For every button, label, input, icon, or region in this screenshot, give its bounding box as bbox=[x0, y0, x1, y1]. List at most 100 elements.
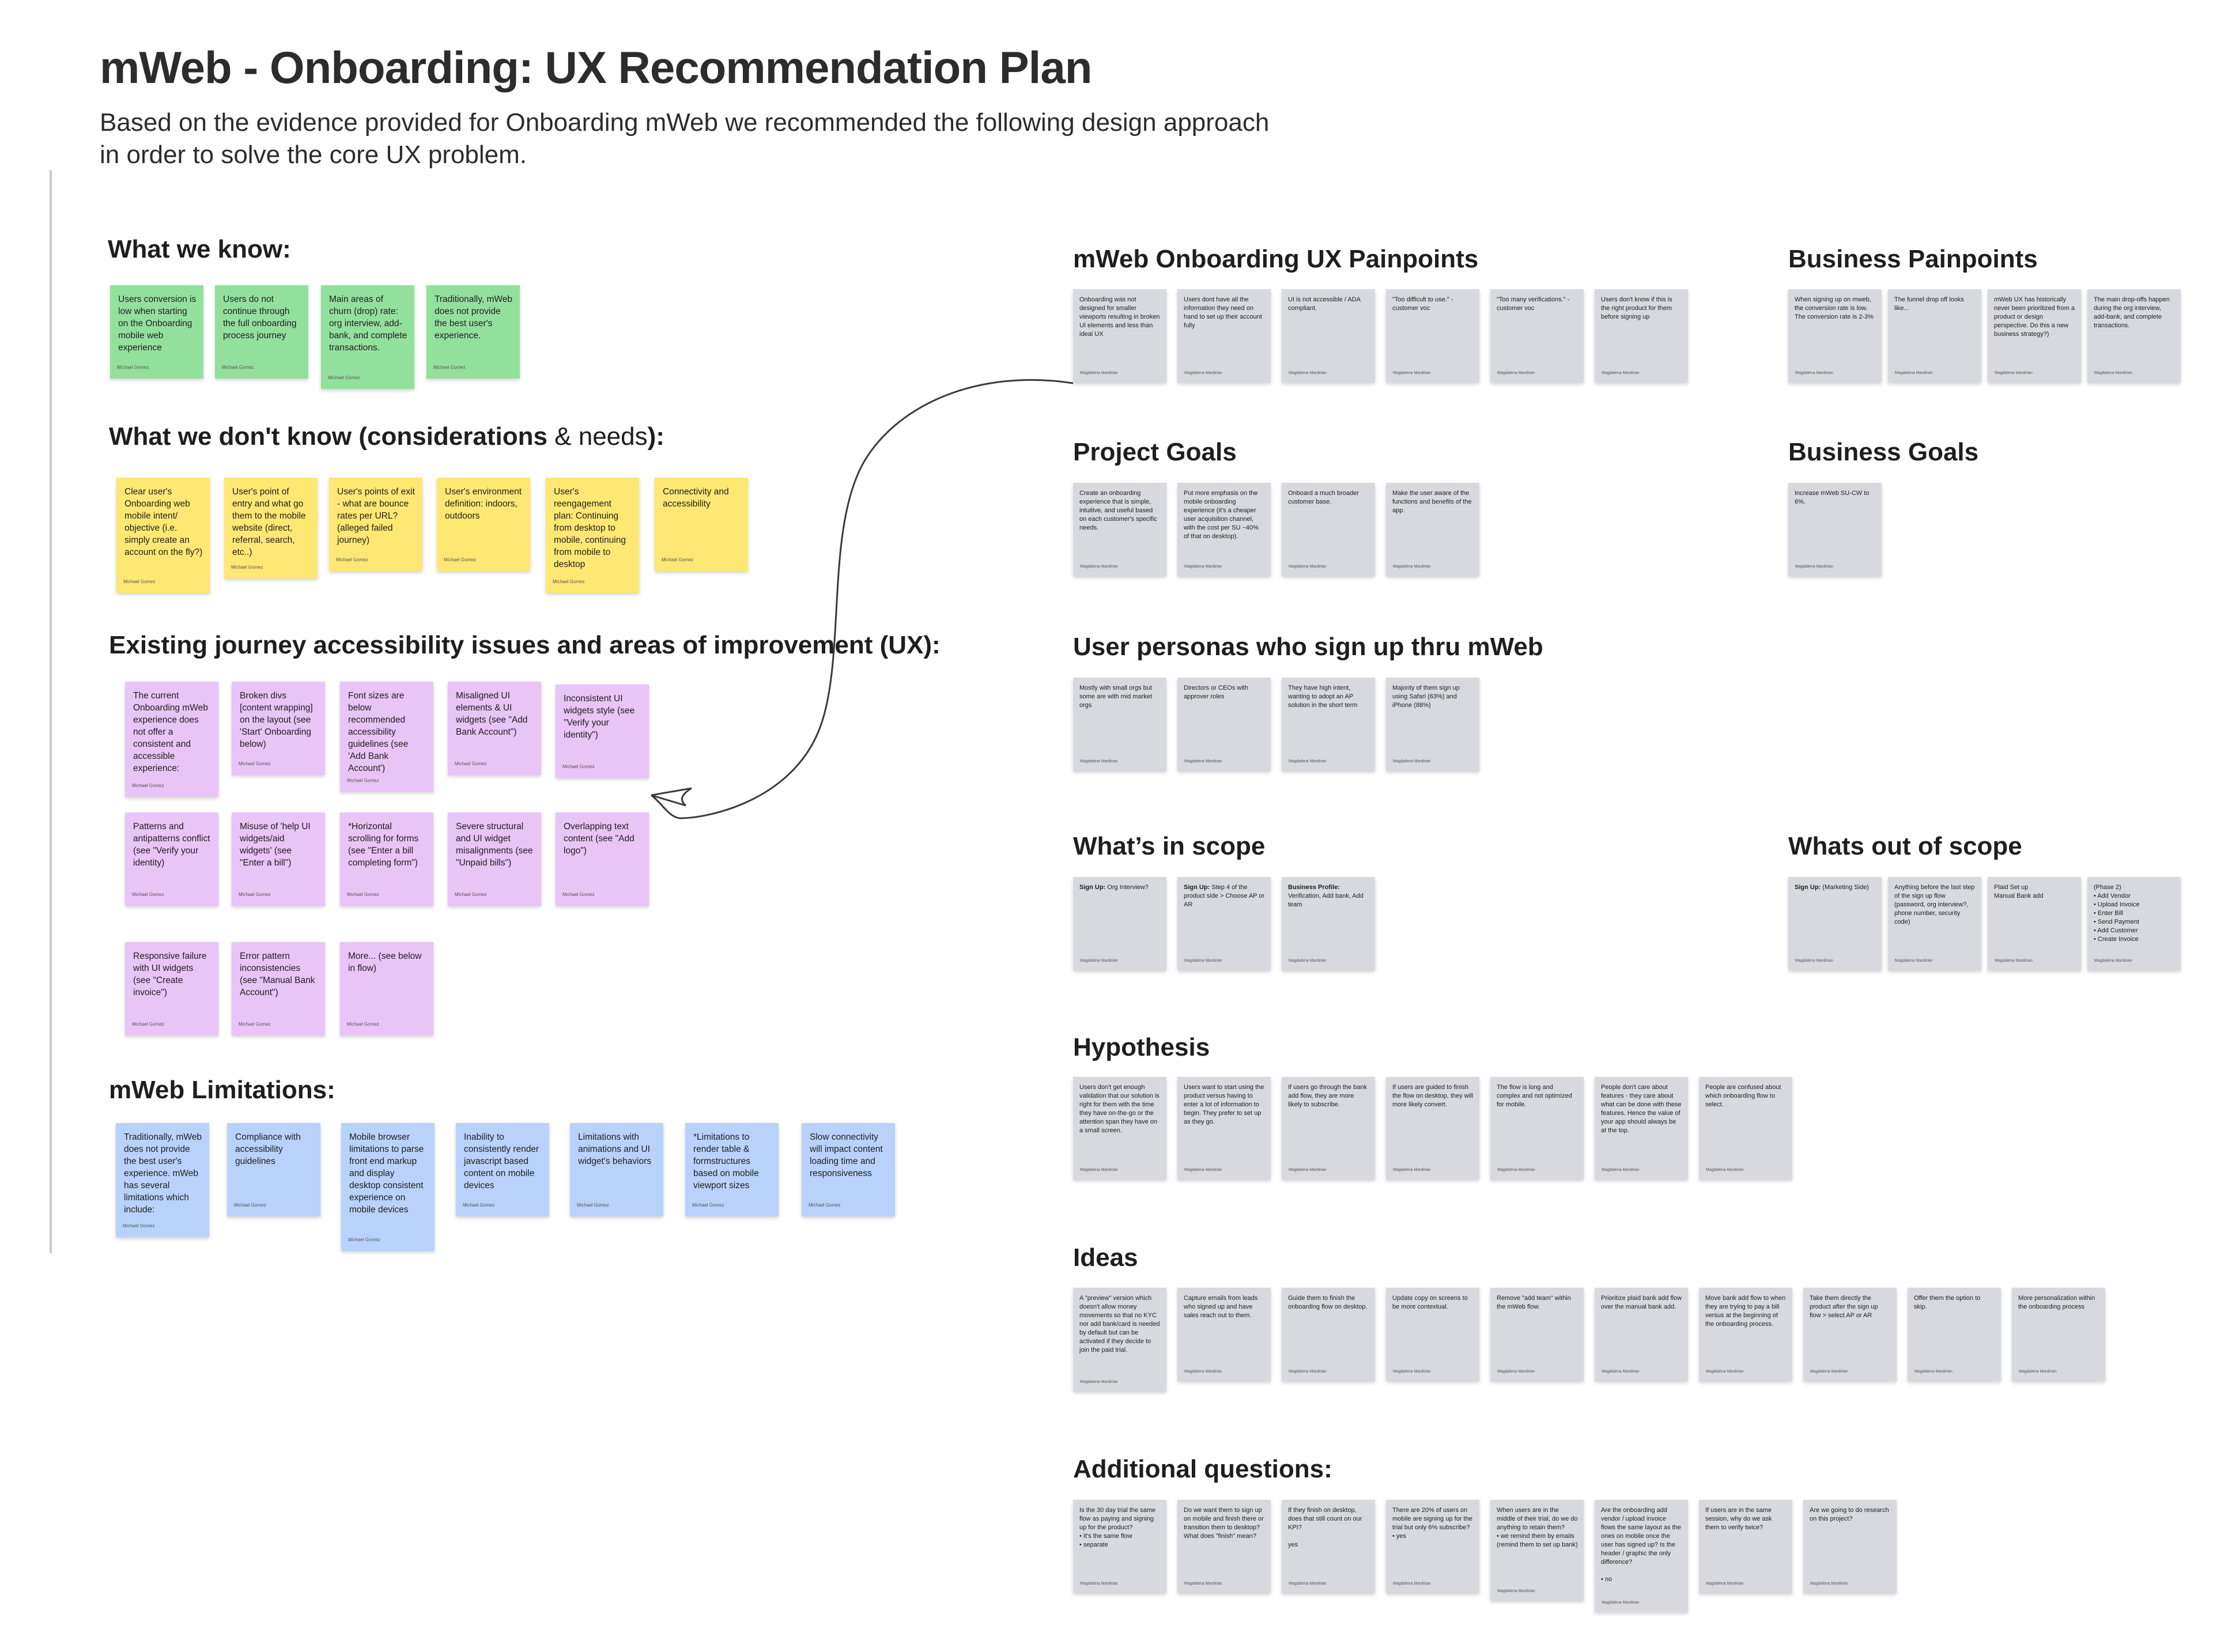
sticky-note[interactable]: The main drop-offs happen during the org… bbox=[2087, 289, 2181, 383]
sticky-note[interactable]: Onboarding was not designed for smaller … bbox=[1073, 289, 1166, 383]
sticky-note[interactable]: Mostly with small orgs but some are with… bbox=[1073, 678, 1166, 771]
sticky-note[interactable]: When signing up on mweb, the conversion … bbox=[1788, 289, 1882, 383]
sticky-note[interactable]: A "preview" version which doesn't allow … bbox=[1073, 1288, 1166, 1392]
sticky-note[interactable]: Inconsistent UI widgets style (see "Veri… bbox=[556, 685, 649, 778]
sticky-note-text: Guide them to finish the onboarding flow… bbox=[1288, 1295, 1368, 1310]
sticky-note[interactable]: Users want to start using the product ve… bbox=[1177, 1077, 1271, 1180]
sticky-note[interactable]: Create an onboarding experience that is … bbox=[1073, 483, 1166, 576]
sticky-note[interactable]: They have high intent, wanting to adopt … bbox=[1282, 678, 1375, 771]
sticky-note-text: Users conversion is low when starting on… bbox=[118, 294, 197, 353]
sticky-note[interactable]: Do we want them to sign up on mobile and… bbox=[1177, 1500, 1271, 1593]
sticky-note[interactable]: People are confused about which onboardi… bbox=[1699, 1077, 1792, 1180]
sticky-note[interactable]: If users are guided to finish the flow o… bbox=[1386, 1077, 1479, 1180]
sticky-note[interactable]: Limitations with animations and UI widge… bbox=[570, 1123, 663, 1216]
sticky-note[interactable]: mWeb UX has historically never been prio… bbox=[1988, 289, 2081, 383]
sticky-note[interactable]: Guide them to finish the onboarding flow… bbox=[1282, 1288, 1375, 1381]
sticky-note[interactable]: User's environment definition: indoors, … bbox=[437, 478, 530, 571]
sticky-note[interactable]: Sign Up: Step 4 of the product side > Ch… bbox=[1177, 877, 1271, 970]
sticky-note-text: "Too difficult to use." - customer voc bbox=[1392, 296, 1453, 312]
sticky-note[interactable]: Are the onboarding add vendor / upload i… bbox=[1595, 1500, 1688, 1612]
sticky-note[interactable]: Traditionally, mWeb does not provide the… bbox=[116, 1123, 209, 1237]
sticky-note-text: Main areas of churn (drop) rate: org int… bbox=[329, 294, 407, 353]
sticky-note[interactable]: Capture emails from leads who signed up … bbox=[1177, 1288, 1271, 1381]
sticky-note[interactable]: Is the 30 day trial the same flow as pay… bbox=[1073, 1500, 1166, 1593]
sticky-note[interactable]: When users are in the middle of their tr… bbox=[1490, 1500, 1584, 1601]
sticky-note-author: Magdalena Mardirian bbox=[1810, 1582, 1848, 1586]
sticky-note[interactable]: Users dont have all the information they… bbox=[1177, 289, 1271, 383]
sticky-note-author: Magdalena Mardirian bbox=[1895, 959, 1933, 963]
sticky-note[interactable]: Severe structural and UI widget misalign… bbox=[448, 812, 541, 906]
sticky-note[interactable]: Remove "add team" within the mWeb flow.M… bbox=[1490, 1288, 1584, 1381]
sticky-note-author: Magdalena Mardirian bbox=[1080, 1168, 1118, 1172]
sticky-note[interactable]: Traditionally, mWeb does not provide the… bbox=[426, 285, 520, 379]
sticky-note[interactable]: Onboard a much broader customer base.Mag… bbox=[1282, 483, 1375, 576]
sticky-note-author: Michael Gomez bbox=[348, 1237, 380, 1242]
sticky-note[interactable]: Sign Up: Org Interview?Magdalena Mardiri… bbox=[1073, 877, 1166, 970]
sticky-note[interactable]: Move bank add flow to when they are tryi… bbox=[1699, 1288, 1792, 1381]
sticky-note[interactable]: Clear user's Onboarding web mobile inten… bbox=[116, 478, 210, 593]
sticky-note[interactable]: Patterns and antipatterns conflict (see … bbox=[125, 812, 218, 906]
sticky-note-author: Michael Gomez bbox=[433, 365, 466, 370]
sticky-note[interactable]: Mobile browser limitations to parse fron… bbox=[341, 1123, 435, 1251]
sticky-note[interactable]: The flow is long and complex and not opt… bbox=[1490, 1077, 1584, 1180]
sticky-note[interactable]: "Too many verifications." - customer voc… bbox=[1490, 289, 1584, 383]
sticky-note[interactable]: Offer them the option to skip.Magdalena … bbox=[1908, 1288, 2001, 1381]
sticky-note-text: mWeb UX has historically never been prio… bbox=[1994, 296, 2075, 338]
sticky-note[interactable]: Main areas of churn (drop) rate: org int… bbox=[321, 285, 414, 389]
sticky-note[interactable]: Error pattern inconsistencies (see "Manu… bbox=[232, 942, 325, 1035]
sticky-note-text: Slow connectivity will impact content lo… bbox=[810, 1132, 883, 1178]
sticky-note[interactable]: User's point of entry and what go them t… bbox=[224, 478, 318, 579]
sticky-note[interactable]: Increase mWeb SU-CW to 6%.Magdalena Mard… bbox=[1788, 483, 1882, 576]
sticky-note[interactable]: User's points of exit - what are bounce … bbox=[329, 478, 422, 571]
sticky-note[interactable]: Majority of them sign up using Safari (6… bbox=[1386, 678, 1479, 771]
sticky-note[interactable]: The current Onboarding mWeb experience d… bbox=[125, 682, 218, 797]
heading-dont-know-end: ): bbox=[647, 422, 664, 451]
sticky-note[interactable]: Sign Up: (Marketing Side)Magdalena Mardi… bbox=[1788, 877, 1882, 970]
sticky-note[interactable]: Prioritize plaid bank add flow over the … bbox=[1595, 1288, 1688, 1381]
sticky-note[interactable]: Users don't know if this is the right pr… bbox=[1595, 289, 1688, 383]
sticky-note[interactable]: Put more emphasis on the mobile onboardi… bbox=[1177, 483, 1271, 576]
sticky-note[interactable]: Font sizes are below recommended accessi… bbox=[340, 682, 433, 792]
sticky-note[interactable]: Take them directly the product after the… bbox=[1803, 1288, 1897, 1381]
sticky-note[interactable]: If users go through the bank add flow, t… bbox=[1282, 1077, 1375, 1180]
sticky-note[interactable]: Users don't get enough validation that o… bbox=[1073, 1077, 1166, 1180]
sticky-note[interactable]: *Horizontal scrolling for forms (see "En… bbox=[340, 812, 433, 906]
sticky-note[interactable]: *Limitations to render table & formstruc… bbox=[685, 1123, 779, 1216]
sticky-note[interactable]: Misaligned UI elements & UI widgets (see… bbox=[448, 682, 541, 775]
sticky-note-text: The main drop-offs happen during the org… bbox=[2094, 296, 2170, 329]
sticky-note-author: Magdalena Mardirian bbox=[1706, 1582, 1744, 1586]
sticky-note[interactable]: (Phase 2) • Add Vendor • Upload Invoice … bbox=[2087, 877, 2181, 970]
sticky-note-author: Michael Gomez bbox=[239, 761, 271, 766]
sticky-note-author: Magdalena Mardirian bbox=[1497, 1370, 1535, 1374]
sticky-note[interactable]: Update copy on screens to be more contex… bbox=[1386, 1288, 1479, 1381]
sticky-note[interactable]: User's reengagement plan: Continuing fro… bbox=[546, 478, 639, 593]
sticky-note[interactable]: Users do not continue through the full o… bbox=[215, 285, 308, 379]
sticky-note-author: Michael Gomez bbox=[347, 778, 379, 783]
sticky-note[interactable]: Overlapping text content (see "Add logo"… bbox=[556, 812, 649, 906]
sticky-note[interactable]: Inability to consistently render javascr… bbox=[456, 1123, 549, 1216]
sticky-note[interactable]: Anything before the last step of the sig… bbox=[1888, 877, 1981, 970]
sticky-note-author: Michael Gomez bbox=[692, 1203, 724, 1208]
sticky-note[interactable]: Responsive failure with UI widgets (see … bbox=[125, 942, 218, 1035]
sticky-note[interactable]: People don't care about features - they … bbox=[1595, 1077, 1688, 1180]
sticky-note[interactable]: Broken divs [content wrapping] on the la… bbox=[232, 682, 325, 775]
sticky-note[interactable]: If users are in the same session, why do… bbox=[1699, 1500, 1792, 1593]
sticky-note[interactable]: Business Profile: Verification, Add bank… bbox=[1282, 877, 1375, 970]
sticky-note[interactable]: Make the user aware of the functions and… bbox=[1386, 483, 1479, 576]
sticky-note[interactable]: More personalization within the onboardi… bbox=[2012, 1288, 2105, 1381]
sticky-note[interactable]: The funnel drop off looks like...Magdale… bbox=[1888, 289, 1981, 383]
sticky-note-body: Verification, Add bank, Add team bbox=[1288, 893, 1364, 908]
sticky-note[interactable]: Are we going to do research on this proj… bbox=[1803, 1500, 1897, 1593]
sticky-note[interactable]: Users conversion is low when starting on… bbox=[110, 285, 203, 379]
sticky-note[interactable]: Misuse of 'help UI widgets/aid widgets' … bbox=[232, 812, 325, 906]
sticky-note[interactable]: More... (see below in flow)Michael Gomez bbox=[340, 942, 433, 1035]
sticky-note[interactable]: Slow connectivity will impact content lo… bbox=[802, 1123, 895, 1216]
sticky-note[interactable]: Compliance with accessibility guidelines… bbox=[227, 1123, 320, 1216]
sticky-note[interactable]: There are 20% of users on mobile are sig… bbox=[1386, 1500, 1479, 1593]
sticky-note[interactable]: UI is not accessible / ADA compliant.Mag… bbox=[1282, 289, 1375, 383]
sticky-note[interactable]: If they finish on desktop, does that sti… bbox=[1282, 1500, 1375, 1593]
